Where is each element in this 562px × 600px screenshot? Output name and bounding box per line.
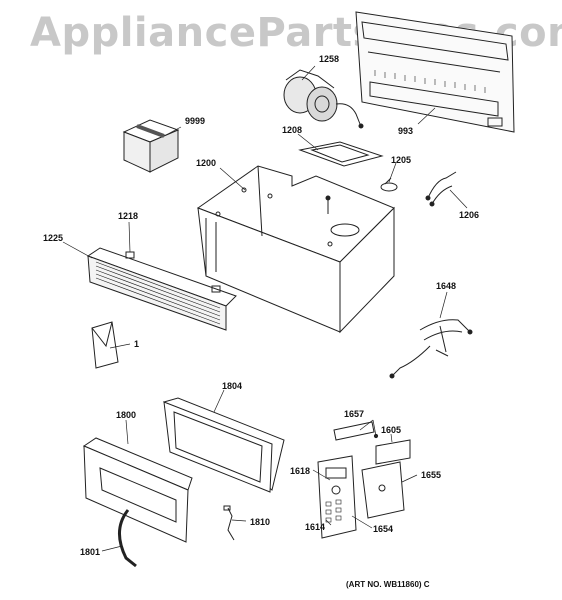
label-1655: 1655: [421, 470, 442, 480]
art-number: (ART NO. WB11860) C: [346, 580, 430, 589]
label-1800: 1800: [116, 410, 137, 420]
label-1: 1: [134, 339, 140, 349]
part-1208-bracket: [298, 141, 384, 167]
part-1206-harness: [425, 171, 457, 207]
part-1804-frame: [162, 397, 285, 493]
label-1218: 1218: [118, 211, 139, 221]
label-1804: 1804: [222, 381, 243, 391]
part-1801-handle: [118, 509, 137, 568]
part-1258-blower: [283, 69, 364, 129]
part-1657-strip: [333, 421, 379, 441]
part-993-panel: [355, 11, 515, 133]
label-1654: 1654: [373, 524, 394, 534]
label-1225: 1225: [43, 233, 64, 243]
part-1654-control-panel: [317, 455, 357, 539]
label-1200: 1200: [196, 158, 217, 168]
part-1648-harness: [389, 319, 473, 379]
part-1655-board: [361, 461, 405, 519]
part-1800-door: [82, 437, 193, 543]
part-1605-bracket: [375, 439, 411, 465]
label-1657: 1657: [344, 409, 365, 419]
label-1618: 1618: [290, 466, 311, 476]
label-1208: 1208: [282, 125, 303, 135]
part-1200-frame: [196, 165, 395, 334]
label-1605: 1605: [381, 425, 402, 435]
label-9999: 9999: [185, 116, 206, 126]
part-1810-latch: [223, 505, 235, 541]
label-1810: 1810: [250, 517, 271, 527]
label-1648: 1648: [436, 281, 457, 291]
part-1-booklet: [91, 321, 119, 369]
label-1206: 1206: [459, 210, 480, 220]
label-1258: 1258: [319, 54, 340, 64]
part-9999-box: [122, 119, 180, 173]
label-1614: 1614: [305, 522, 326, 532]
part-1205-sensor: [380, 177, 398, 192]
label-1801: 1801: [80, 547, 101, 557]
label-993: 993: [398, 126, 414, 136]
label-1205: 1205: [391, 155, 412, 165]
part-1225-grille: [86, 247, 237, 331]
